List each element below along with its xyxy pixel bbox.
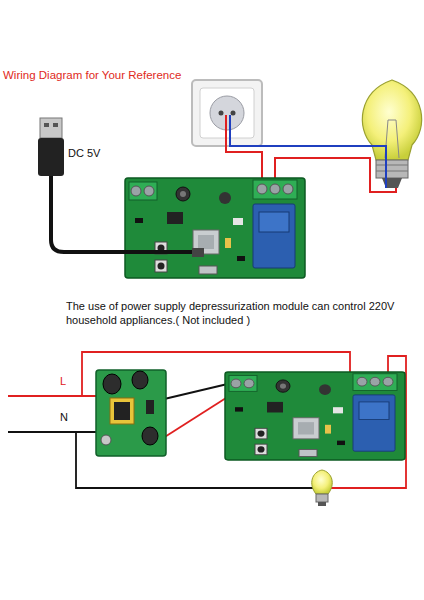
- neutral-label: N: [60, 411, 68, 425]
- diagram-title: Wiring Diagram for Your Reference: [3, 68, 181, 82]
- note-text: The use of power supply depressurization…: [66, 300, 416, 328]
- voltage-label: DC 5V: [68, 147, 100, 161]
- line-label: L: [60, 375, 66, 389]
